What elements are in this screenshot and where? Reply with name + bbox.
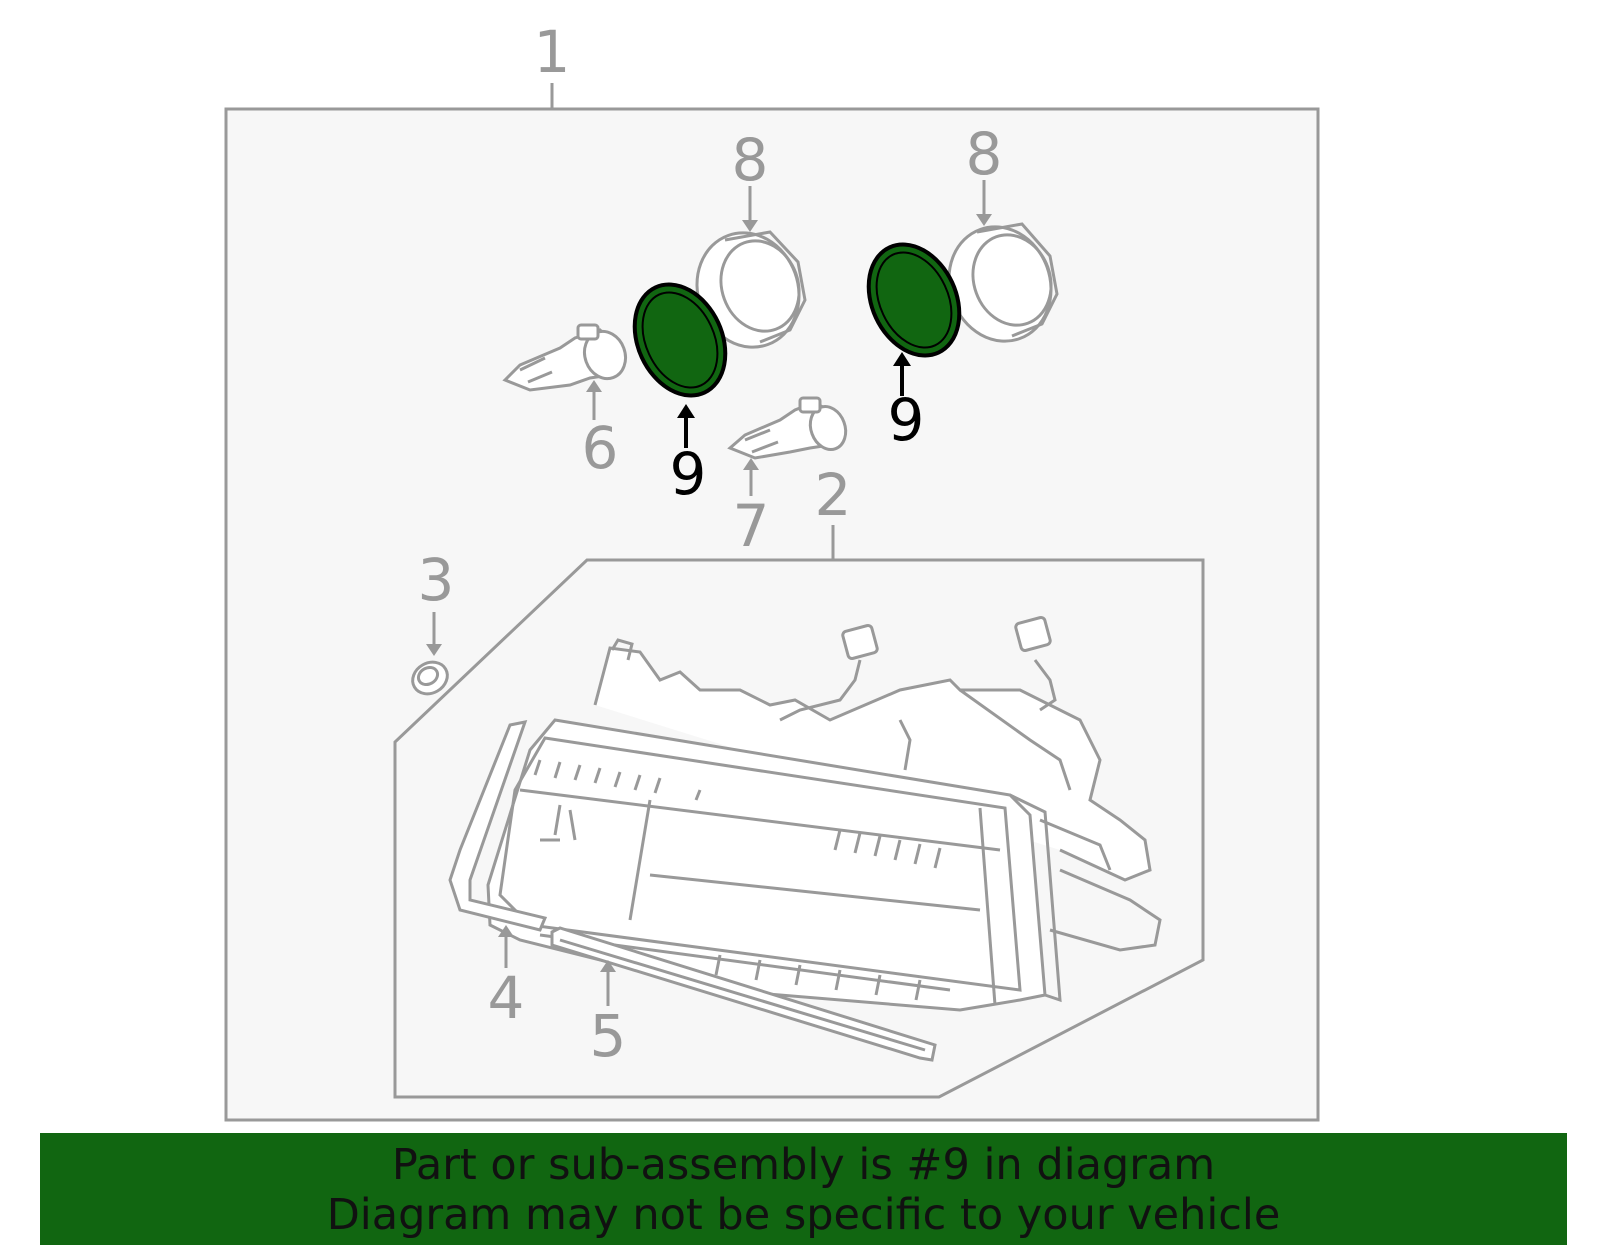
seal-left-highlight: [632, 282, 728, 398]
arrowhead-9-right: [893, 352, 911, 366]
callout-3: 3: [418, 546, 455, 614]
arrowhead-9-left: [677, 404, 695, 418]
arrowhead-3: [426, 644, 442, 656]
clip-3: [411, 660, 449, 696]
callout-7: 7: [733, 492, 770, 560]
headlamp-housing: [486, 615, 1162, 1012]
info-banner: Part or sub-assembly is #9 in diagram Di…: [40, 1133, 1567, 1245]
callout-5: 5: [590, 1002, 627, 1070]
callout-2: 2: [815, 461, 852, 529]
socket-ring-left: [695, 230, 807, 349]
callout-9-right: 9: [888, 386, 925, 454]
arrowhead-4: [498, 925, 514, 937]
callout-8-left: 8: [732, 126, 769, 194]
seal-right-highlight: [866, 242, 962, 358]
callout-9-left: 9: [670, 440, 707, 508]
callout-1: 1: [534, 18, 571, 86]
callout-6: 6: [582, 414, 619, 482]
callout-4: 4: [488, 964, 525, 1032]
bulb-7: [727, 396, 848, 460]
trim-4: [448, 720, 548, 932]
bulb-6: [502, 323, 628, 392]
arrowhead-6: [586, 380, 602, 392]
banner-line-2: Diagram may not be specific to your vehi…: [326, 1190, 1281, 1240]
arrowhead-8-right: [976, 214, 992, 226]
banner-line-1: Part or sub-assembly is #9 in diagram: [391, 1140, 1216, 1190]
callout-8-right: 8: [966, 120, 1003, 188]
arrowhead-8-left: [742, 220, 758, 232]
arrowhead-7: [743, 458, 759, 470]
strip-5: [550, 926, 937, 1062]
arrowhead-5: [600, 960, 616, 972]
